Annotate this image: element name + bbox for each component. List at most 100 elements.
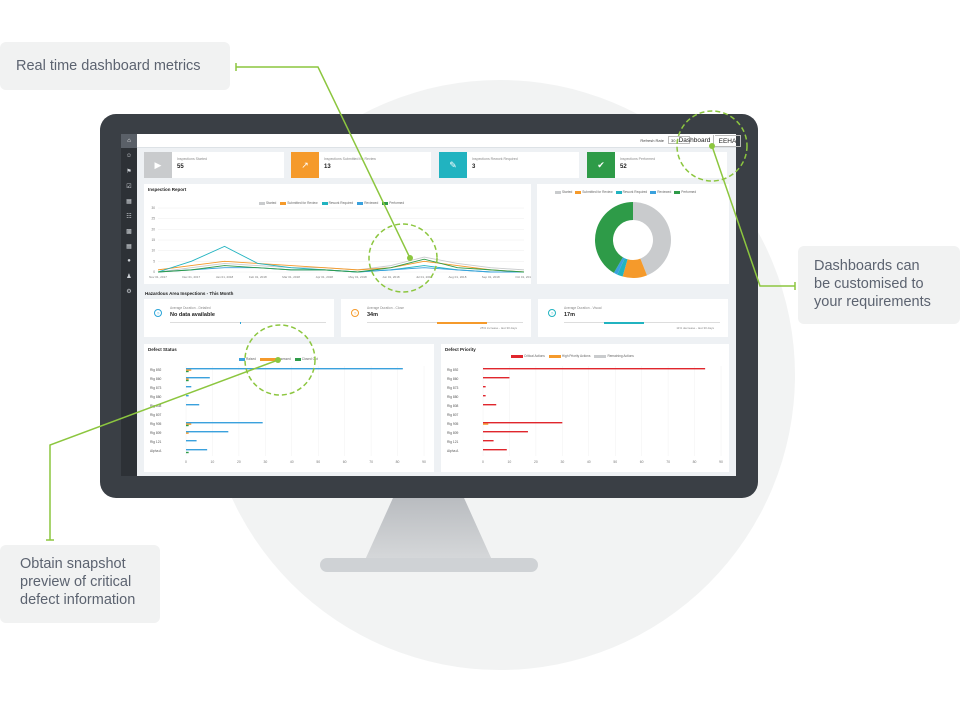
x-tick-label: 60 [640, 460, 644, 464]
hierarchy-icon[interactable]: ☷ [126, 213, 132, 220]
x-tick-label: 20 [237, 460, 241, 464]
home-icon[interactable]: ⌂ [121, 134, 137, 148]
x-tick-label: 60 [343, 460, 347, 464]
bar-critical-actions [483, 440, 494, 442]
bar-raised [186, 422, 263, 424]
category-label: Rig 880 [447, 395, 459, 399]
status-pie-panel: Started Submitted for Review Rework Requ… [537, 184, 729, 284]
x-tick-label: 70 [369, 460, 373, 464]
share-icon: ↗ [291, 152, 319, 178]
x-tick-label: 80 [396, 460, 400, 464]
pie-slice-performed [595, 202, 633, 273]
category-label: Rig 860 [447, 377, 459, 381]
category-label: Rig 905 [447, 422, 459, 426]
category-label: Alpha A [447, 449, 459, 453]
user-icon[interactable]: ☺ [125, 153, 133, 159]
callout-customise-line: Dashboards can [814, 258, 920, 274]
x-tick-label: Apr 01, 2018 [316, 275, 334, 279]
category-label: Rig 873 [447, 386, 459, 390]
gear-icon[interactable]: ⚙ [126, 288, 132, 295]
callout-customise-line: be customised to [814, 276, 924, 292]
category-label: Alpha A [150, 449, 162, 453]
bar-raised [186, 440, 197, 442]
x-tick-label: Jul 01, 2018 [416, 275, 433, 279]
callout-metrics: Real time dashboard metrics [0, 42, 230, 90]
person-icon[interactable]: ♟ [126, 273, 132, 280]
grid-icon[interactable]: ▦ [126, 243, 132, 250]
x-tick-label: Aug 01, 2018 [449, 275, 467, 279]
x-tick-label: 0 [482, 460, 484, 464]
duration-label: Average Duration - Visual [564, 306, 602, 310]
category-label: Rig 892 [447, 368, 459, 372]
y-tick-label: 5 [153, 259, 155, 263]
tab-eeha[interactable]: EEHA [715, 135, 741, 147]
bar-assessed [186, 378, 189, 380]
category-label: Rig 808 [150, 404, 162, 408]
bar-critical-actions [483, 422, 563, 424]
pie-slice-reviewed [613, 257, 625, 275]
series-line-submitted-for-review [157, 260, 525, 273]
y-tick-label: 20 [151, 227, 155, 231]
tag-icon[interactable]: ⚑ [126, 168, 132, 175]
monitor-stand-base [320, 558, 538, 572]
duration-value: 34m [367, 312, 379, 318]
status-pie-chart [595, 202, 671, 278]
duration-bar [367, 321, 523, 324]
callout-customise-line: your requirements [814, 294, 931, 310]
category-label: Rig 905 [150, 422, 162, 426]
bar-closed-out [186, 370, 189, 373]
x-tick-label: May 01, 2018 [349, 275, 368, 279]
stat-card-submitted: ↗ Inspections Submitted for Review 13 [291, 152, 431, 178]
defect-priority-title: Defect Priority [445, 347, 476, 352]
bar-closed-out [186, 424, 189, 427]
bar-critical-actions [483, 377, 510, 379]
tab-dashboard[interactable]: Dashboard [676, 135, 714, 147]
bar-critical-actions [483, 386, 486, 388]
inspection-report-title: Inspection Report [148, 187, 187, 192]
x-tick-label: 90 [719, 460, 723, 464]
defect-status-panel: Defect Status Raised Assessed Closed Out… [144, 344, 434, 472]
x-tick-label: Sep 01, 2018 [482, 275, 500, 279]
x-tick-label: Jan 01, 2018 [216, 275, 234, 279]
stat-value: 3 [472, 164, 476, 170]
x-tick-label: 20 [534, 460, 538, 464]
bar-closed-out [186, 379, 189, 382]
callout-defects-line: preview of critical [20, 574, 132, 590]
category-label: Rig 807 [150, 413, 162, 417]
x-tick-label: 10 [508, 460, 512, 464]
duration-label: Average Duration - Close [367, 306, 404, 310]
bar-critical-actions [483, 404, 497, 406]
stat-card-performed: ✔ Inspections Performed 52 [587, 152, 727, 178]
callout-metrics-text: Real time dashboard metrics [16, 58, 201, 74]
hazardous-section-title: Hazardous Area Inspections - This Month [145, 291, 234, 296]
x-tick-label: 80 [693, 460, 697, 464]
x-tick-label: 40 [587, 460, 591, 464]
bar-raised [186, 404, 200, 406]
y-tick-label: 25 [151, 217, 155, 221]
stat-label: Inspections Performed [620, 157, 656, 161]
pie-legend: Started Submitted for Review Rework Requ… [555, 190, 696, 194]
y-tick-label: 0 [153, 270, 155, 274]
stat-label: Inspections Submitted for Review [324, 157, 376, 161]
x-tick-label: 40 [290, 460, 294, 464]
circle-icon[interactable]: ● [127, 258, 131, 264]
callout-defects-line: defect information [20, 592, 136, 608]
duration-value: No data available [170, 312, 215, 318]
pie-slice-started [633, 202, 671, 276]
stat-value: 13 [324, 164, 331, 170]
bar-raised [186, 431, 229, 433]
series-line-started [157, 256, 525, 273]
duration-note: 25% increase - last 30 days [480, 326, 517, 330]
bar-raised [186, 386, 192, 388]
clock-icon: ◷ [154, 309, 162, 317]
calendar-icon[interactable]: ▦ [126, 198, 132, 205]
x-tick-label: Dec 01, 2017 [182, 275, 200, 279]
y-tick-label: 15 [151, 238, 155, 242]
chart-icon[interactable]: ▩ [126, 228, 132, 235]
x-tick-label: Nov 01, 2017 [149, 275, 167, 279]
duration-card-detailed: ◷ Average Duration - Detailed No data av… [144, 299, 334, 337]
checklist-icon[interactable]: ☑ [126, 183, 132, 190]
duration-value: 17m [564, 312, 576, 318]
callout-customise: Dashboards can be customised to your req… [798, 246, 960, 324]
